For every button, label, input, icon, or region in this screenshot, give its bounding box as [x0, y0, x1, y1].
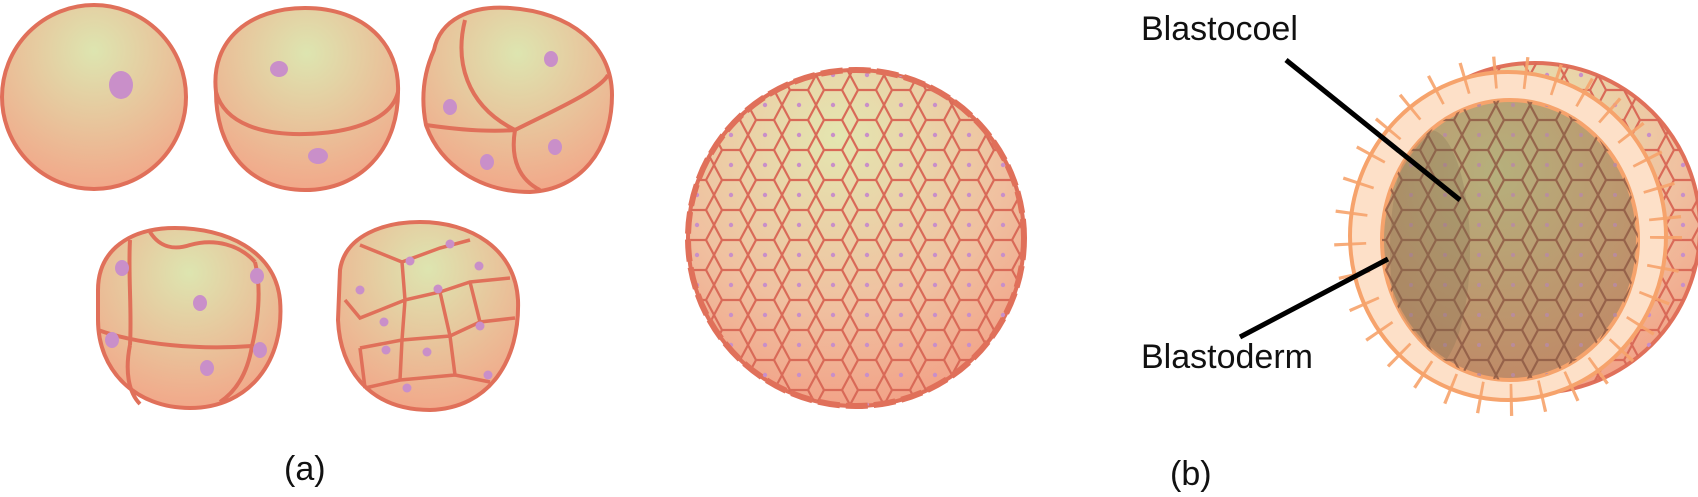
- panel-b-caption: (b): [1170, 455, 1212, 493]
- zygote-1-cell: [0, 3, 188, 191]
- panel-a-caption: (a): [284, 450, 326, 488]
- blastocoel-cavity: [1380, 98, 1640, 382]
- blastula-cross-section: [1334, 56, 1698, 416]
- sixteen-cell-stage: [335, 219, 521, 413]
- blastoderm-leader-line: [1238, 256, 1390, 340]
- nucleus: [109, 71, 133, 99]
- blastocoel-label: Blastocoel: [1141, 10, 1298, 48]
- eight-cell-stage: [96, 225, 283, 411]
- two-cell-stage: [213, 5, 401, 193]
- blastula: [685, 67, 1027, 409]
- four-cell-stage: [421, 5, 615, 195]
- blastoderm-label: Blastoderm: [1141, 338, 1313, 376]
- blastocoel-leader-line: [1284, 58, 1462, 202]
